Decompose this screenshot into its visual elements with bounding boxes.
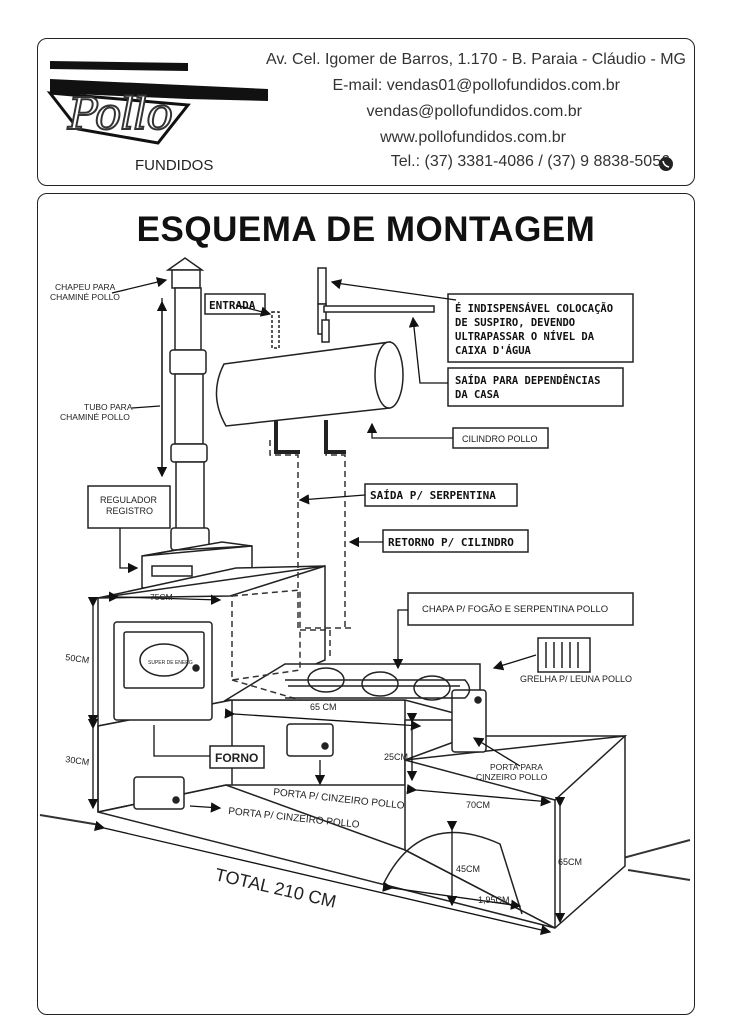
label-total: TOTAL 210 CM [213,864,338,911]
serpentine-coil [285,667,471,701]
label-suspiro-line4: CAIXA D'ÁGUA [455,344,532,357]
dimension-lines [87,277,566,935]
label-chapa: CHAPA P/ FOGÃO E SERPENTINA POLLO [422,604,608,615]
logo-subtitle: FUNDIDOS [135,157,214,174]
label-cilindro: CILINDRO POLLO [462,434,538,444]
address-text: Av. Cel. Igomer de Barros, 1.170 - B. Pa… [265,51,686,68]
website-text: www.pollofundidos.com.br [380,129,566,146]
cylinder [215,341,404,427]
ashtray-doors [133,689,487,810]
label-suspiro-line1: É INDISPENSÁVEL COLOCAÇÃO [455,302,613,315]
dim-75: 75CM [150,592,173,602]
email-secondary: vendas@pollofundidos.com.br [366,103,582,120]
dim-65b: 65CM [558,857,582,867]
label-retorno-cilindro: RETORNO P/ CILINDRO [388,536,514,549]
dim-50: 50CM [65,652,90,665]
label-tubo-line2: CHAMINÉ POLLO [60,412,130,422]
label-saida-dep-line1: SAÍDA PARA DEPENDÊNCIAS [455,374,600,387]
label-chapeu-line1: CHAPEU PARA [55,282,116,292]
label-tubo-line1: TUBO PARA [84,402,133,412]
label-suspiro-line3: ULTRAPASSAR O NÍVEL DA [455,330,595,343]
label-regulador-line2: REGISTRO [106,506,153,516]
logo-word: Pollo [67,88,174,141]
whatsapp-icon [659,157,673,171]
phone-text: Tel.: (37) 3381-4086 / (37) 9 8838-5056 [390,153,670,170]
oven-door [113,621,213,721]
oven-plate-text: SUPER DE ENERG [148,660,193,666]
floor-lines [39,814,691,881]
dim-45: 45CM [456,864,480,874]
label-boxes [87,293,634,769]
label-saida-dep-line2: DA CASA [455,389,500,401]
dim-65: 65 CM [310,702,337,712]
email-primary: E-mail: vendas01@pollofundidos.com.br [332,77,621,94]
label-forno: FORNO [215,751,258,765]
label-saida-serpentina: SAÍDA P/ SERPENTINA [370,489,496,502]
dim-70: 70CM [466,800,490,810]
dim-195: 1,95CM [478,895,510,905]
label-suspiro-line2: DE SUSPIRO, DEVENDO [455,317,575,329]
label-regulador-line1: REGULADOR [100,495,158,505]
chimney [165,257,210,551]
diagram-title: ESQUEMA DE MONTAGEM [136,210,596,249]
label-grelha: GRELHA P/ LEUNA POLLO [520,674,632,684]
logo-graphic [46,61,268,145]
label-chapeu-line2: CHAMINÉ POLLO [50,292,120,302]
header-panel: Pollo FUNDIDOS Av. Cel. Igomer de Barros… [37,38,695,186]
dim-25: 25CM [384,752,408,762]
water-pipes [271,267,435,454]
dim-30: 30CM [65,754,90,767]
label-porta-cinzeiro-right-line1: PORTA PARA [490,762,543,772]
hidden-lines [231,440,352,701]
grill-icon [537,637,591,673]
label-porta-cinzeiro-right-line2: CINZEIRO POLLO [476,772,548,782]
label-porta-cinzeiro-mid: PORTA P/ CINZEIRO POLLO [273,787,406,812]
label-entrada: ENTRADA [209,299,256,312]
